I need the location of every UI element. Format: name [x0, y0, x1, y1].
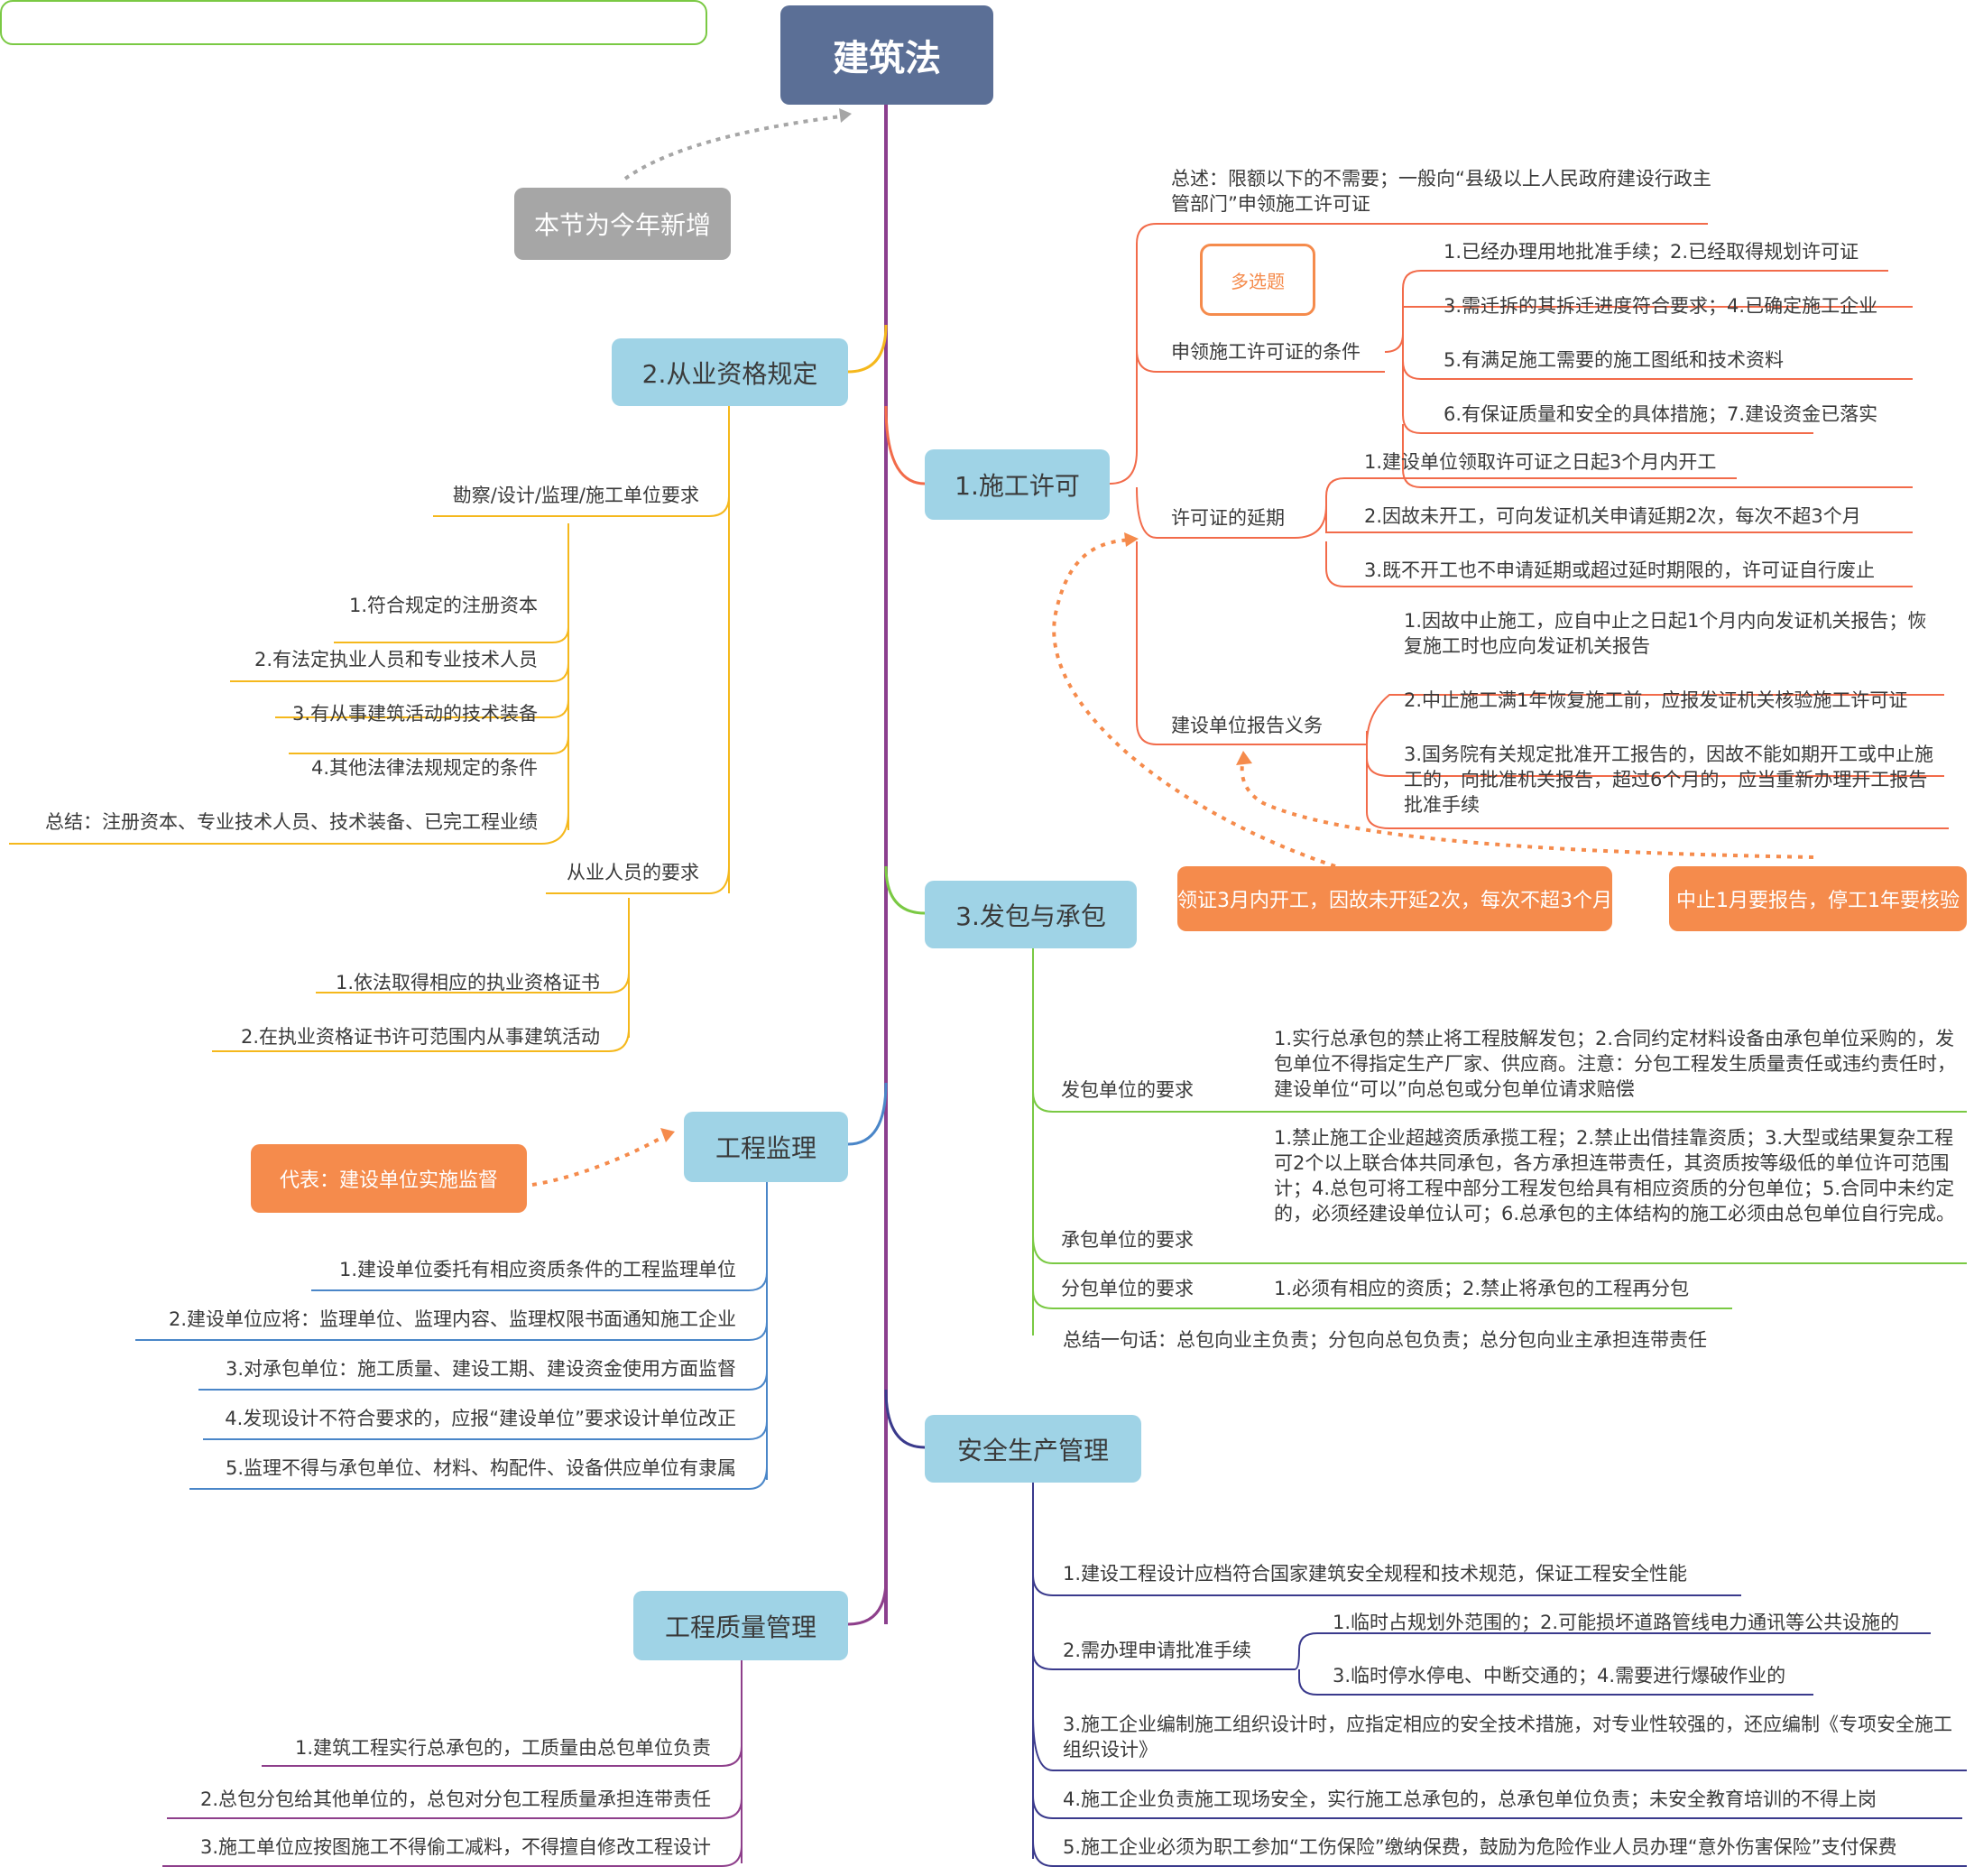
note-arrowhead: [839, 108, 852, 123]
quality-item: 3.施工单位应按图施工不得偷工减料，不得擅自修改工程设计: [199, 1836, 711, 1858]
permit-summary: 总述：限额以下的不需要；一般向“县级以上人民政府建设行政主管部门”申领施工许可证: [1171, 168, 1711, 215]
supervision-item: 1.建设单位委托有相应资质条件的工程监理单位: [338, 1259, 736, 1280]
extension-item: 1.建设单位领取许可证之日起3个月内开工: [1364, 451, 1717, 473]
contract-summary-box: [0, 0, 707, 45]
memo2-arrowhead: [1236, 751, 1252, 765]
staff-req-item: 1.依法取得相应的执业资格证书: [335, 972, 600, 993]
contract-label-employer: 发包单位的要求: [1061, 1079, 1194, 1101]
supervision-item: 3.对承包单位：施工质量、建设工期、建设资金使用方面监督: [225, 1358, 736, 1380]
safety-item: 4.施工企业负责施工现场安全，实行施工总承包的，总承包单位负责；未安全教育培训的…: [1063, 1788, 1877, 1810]
safety-approval-item: 3.临时停水停电、中断交通的；4.需要进行爆破作业的: [1333, 1665, 1786, 1687]
extension-item: 2.因故未开工，可向发证机关申请延期2次，每次不超3个月: [1364, 505, 1861, 527]
quality-item: 2.总包分包给其他单位的，总包对分包工程质量承担连带责任: [199, 1788, 711, 1810]
condition-item: 6.有保证质量和安全的具体措施；7.建设资金已落实: [1444, 403, 1878, 425]
condition-item: 5.有满足施工需要的施工图纸和技术资料: [1444, 349, 1785, 371]
note-arrow: [623, 114, 849, 180]
unit-req-summary: 总结：注册资本、专业技术人员、技术装备、已完工程业绩: [45, 811, 538, 833]
contract-text-employer: 1.实行总承包的禁止将工程肢解发包；2.合同约定材料设备由承包单位采购的，发包单…: [1274, 1028, 1956, 1100]
contract-label-contractor: 承包单位的要求: [1061, 1229, 1194, 1251]
memo3-arrowhead: [660, 1128, 675, 1142]
memo1-arrowhead: [1124, 532, 1139, 547]
supervision-memo[interactable]: 代表：建设单位实施监督: [251, 1144, 527, 1213]
contract-summary: 总结一句话：总包向业主负责；分包向总包负责；总分包向业主承担连带责任: [1063, 1329, 1707, 1351]
extension-item: 3.既不开工也不申请延期或超过延时期限的，许可证自行废止: [1364, 559, 1876, 581]
unit-req-item: 4.其他法律法规规定的条件: [310, 757, 538, 779]
staff-req-item: 2.在执业资格证书许可范围内从事建筑活动: [240, 1026, 600, 1048]
staff-req-label: 从业人员的要求: [567, 862, 699, 883]
link-quality: [847, 1578, 888, 1626]
branch-qualification[interactable]: 2.从业资格规定: [612, 338, 848, 406]
link-supervision: [847, 1082, 888, 1146]
condition-item: 1.已经办理用地批准手续；2.已经取得规划许可证: [1444, 241, 1859, 263]
memo-report[interactable]: 中止1月要报告，停工1年要核验: [1669, 866, 1967, 931]
link-qualification: [847, 324, 888, 374]
extension-label: 许可证的延期: [1171, 507, 1285, 529]
conditions-label: 申领施工许可证的条件: [1171, 341, 1361, 363]
safety-item: 5.施工企业必须为职工参加“工伤保险”缴纳保费，鼓励为危险作业人员办理“意外伤害…: [1063, 1836, 1897, 1858]
supervision-item: 5.监理不得与承包单位、材料、构配件、设备供应单位有隶属: [225, 1457, 736, 1479]
safety-item: 1.建设工程设计应档符合国家建筑安全规程和技术规范，保证工程安全性能: [1063, 1563, 1688, 1585]
supervision-item: 2.建设单位应将：监理单位、监理内容、监理权限书面通知施工企业: [168, 1308, 736, 1330]
branch-safety[interactable]: 安全生产管理: [925, 1415, 1141, 1483]
report-label: 建设单位报告义务: [1171, 715, 1323, 736]
contract-text-subcontractor: 1.必须有相应的资质；2.禁止将承包的工程再分包: [1274, 1278, 1690, 1299]
report-item: 3.国务院有关规定批准开工报告的，因故不能如期开工或中止施工的，向批准机关报告，…: [1404, 744, 1934, 816]
memo-extension[interactable]: 领证3月内开工，因故未开延2次，每次不超3个月: [1177, 866, 1612, 931]
branch-supervision[interactable]: 工程监理: [684, 1112, 848, 1182]
report-item: 1.因故中止施工，应自中止之日起1个月内向发证机关报告；恢复施工时也应向发证机关…: [1404, 610, 1927, 657]
note-box[interactable]: 本节为今年新增: [514, 188, 731, 260]
quality-item: 1.建筑工程实行总承包的，工质量由总包单位负责: [294, 1737, 711, 1759]
unit-req-label: 勘察/设计/监理/施工单位要求: [452, 485, 699, 506]
branch-permit[interactable]: 1.施工许可: [925, 449, 1110, 520]
branch-contract[interactable]: 3.发包与承包: [925, 881, 1137, 948]
report-item: 2.中止施工满1年恢复施工前，应报发证机关核验施工许可证: [1404, 689, 1908, 711]
link-permit: [884, 405, 926, 485]
condition-item: 3.需迁拆的其拆迁进度符合要求；4.已确定施工企业: [1444, 295, 1878, 317]
safety-item: 3.施工企业编制施工组织设计时，应指定相应的安全技术措施，对专业性较强的，还应编…: [1063, 1714, 1953, 1760]
safety-approval-label: 2.需办理申请批准手续: [1063, 1640, 1252, 1661]
unit-req-item: 1.符合规定的注册资本: [348, 595, 538, 616]
memo2-arrow: [1240, 757, 1814, 859]
link-safety: [884, 1389, 926, 1449]
unit-req-item: 2.有法定执业人员和专业技术人员: [254, 649, 538, 670]
memo3-arrow: [531, 1133, 668, 1187]
safety-approval-item: 1.临时占规划外范围的；2.可能损坏道路管线电力通讯等公共设施的: [1333, 1612, 1900, 1633]
root-topic[interactable]: 建筑法: [780, 5, 993, 105]
contract-text-contractor: 1.禁止施工企业超越资质承揽工程；2.禁止出借挂靠资质；3.大型或结果复杂工程可…: [1274, 1127, 1956, 1224]
branch-quality[interactable]: 工程质量管理: [633, 1591, 848, 1660]
supervision-item: 4.发现设计不符合要求的，应报“建设单位”要求设计单位改正: [225, 1408, 736, 1429]
unit-req-item: 3.有从事建筑活动的技术装备: [291, 703, 538, 725]
memo1-arrow: [1052, 538, 1336, 868]
multiple-choice-tag[interactable]: 多选题: [1200, 244, 1315, 316]
contract-label-subcontractor: 分包单位的要求: [1061, 1278, 1194, 1299]
link-contract: [884, 865, 926, 915]
